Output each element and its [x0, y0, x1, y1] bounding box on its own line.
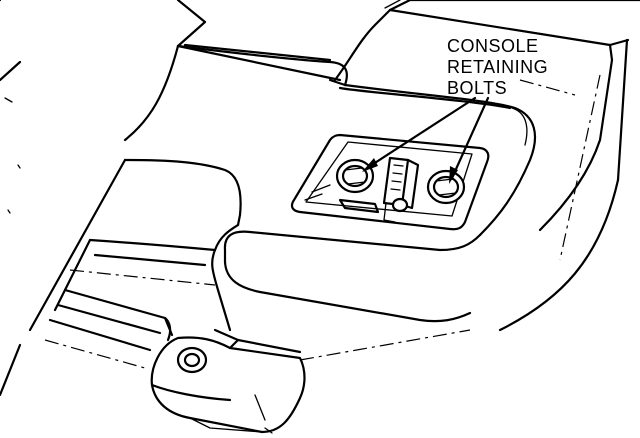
console-top-surface: [176, 0, 640, 87]
console-retaining-bolts-callout: CONSOLE RETAINING BOLTS: [447, 36, 548, 99]
callout-line-2: RETAINING: [447, 57, 549, 77]
callout-line-1: CONSOLE: [447, 36, 539, 56]
bolt-recess-plate: [290, 133, 490, 231]
seat-rail-structure: [28, 158, 242, 369]
left-bolt: [335, 158, 375, 194]
right-bolt: [426, 169, 466, 205]
floor-edge-lines: [0, 0, 342, 142]
lower-latch-handle: [150, 328, 306, 434]
center-latch: [382, 156, 420, 223]
callout-leader-lines: [362, 96, 490, 184]
lower-body-lines: [0, 97, 471, 434]
console-right-side: [498, 38, 629, 332]
console-lid: [223, 83, 537, 323]
callout-line-3: BOLTS: [447, 78, 508, 98]
